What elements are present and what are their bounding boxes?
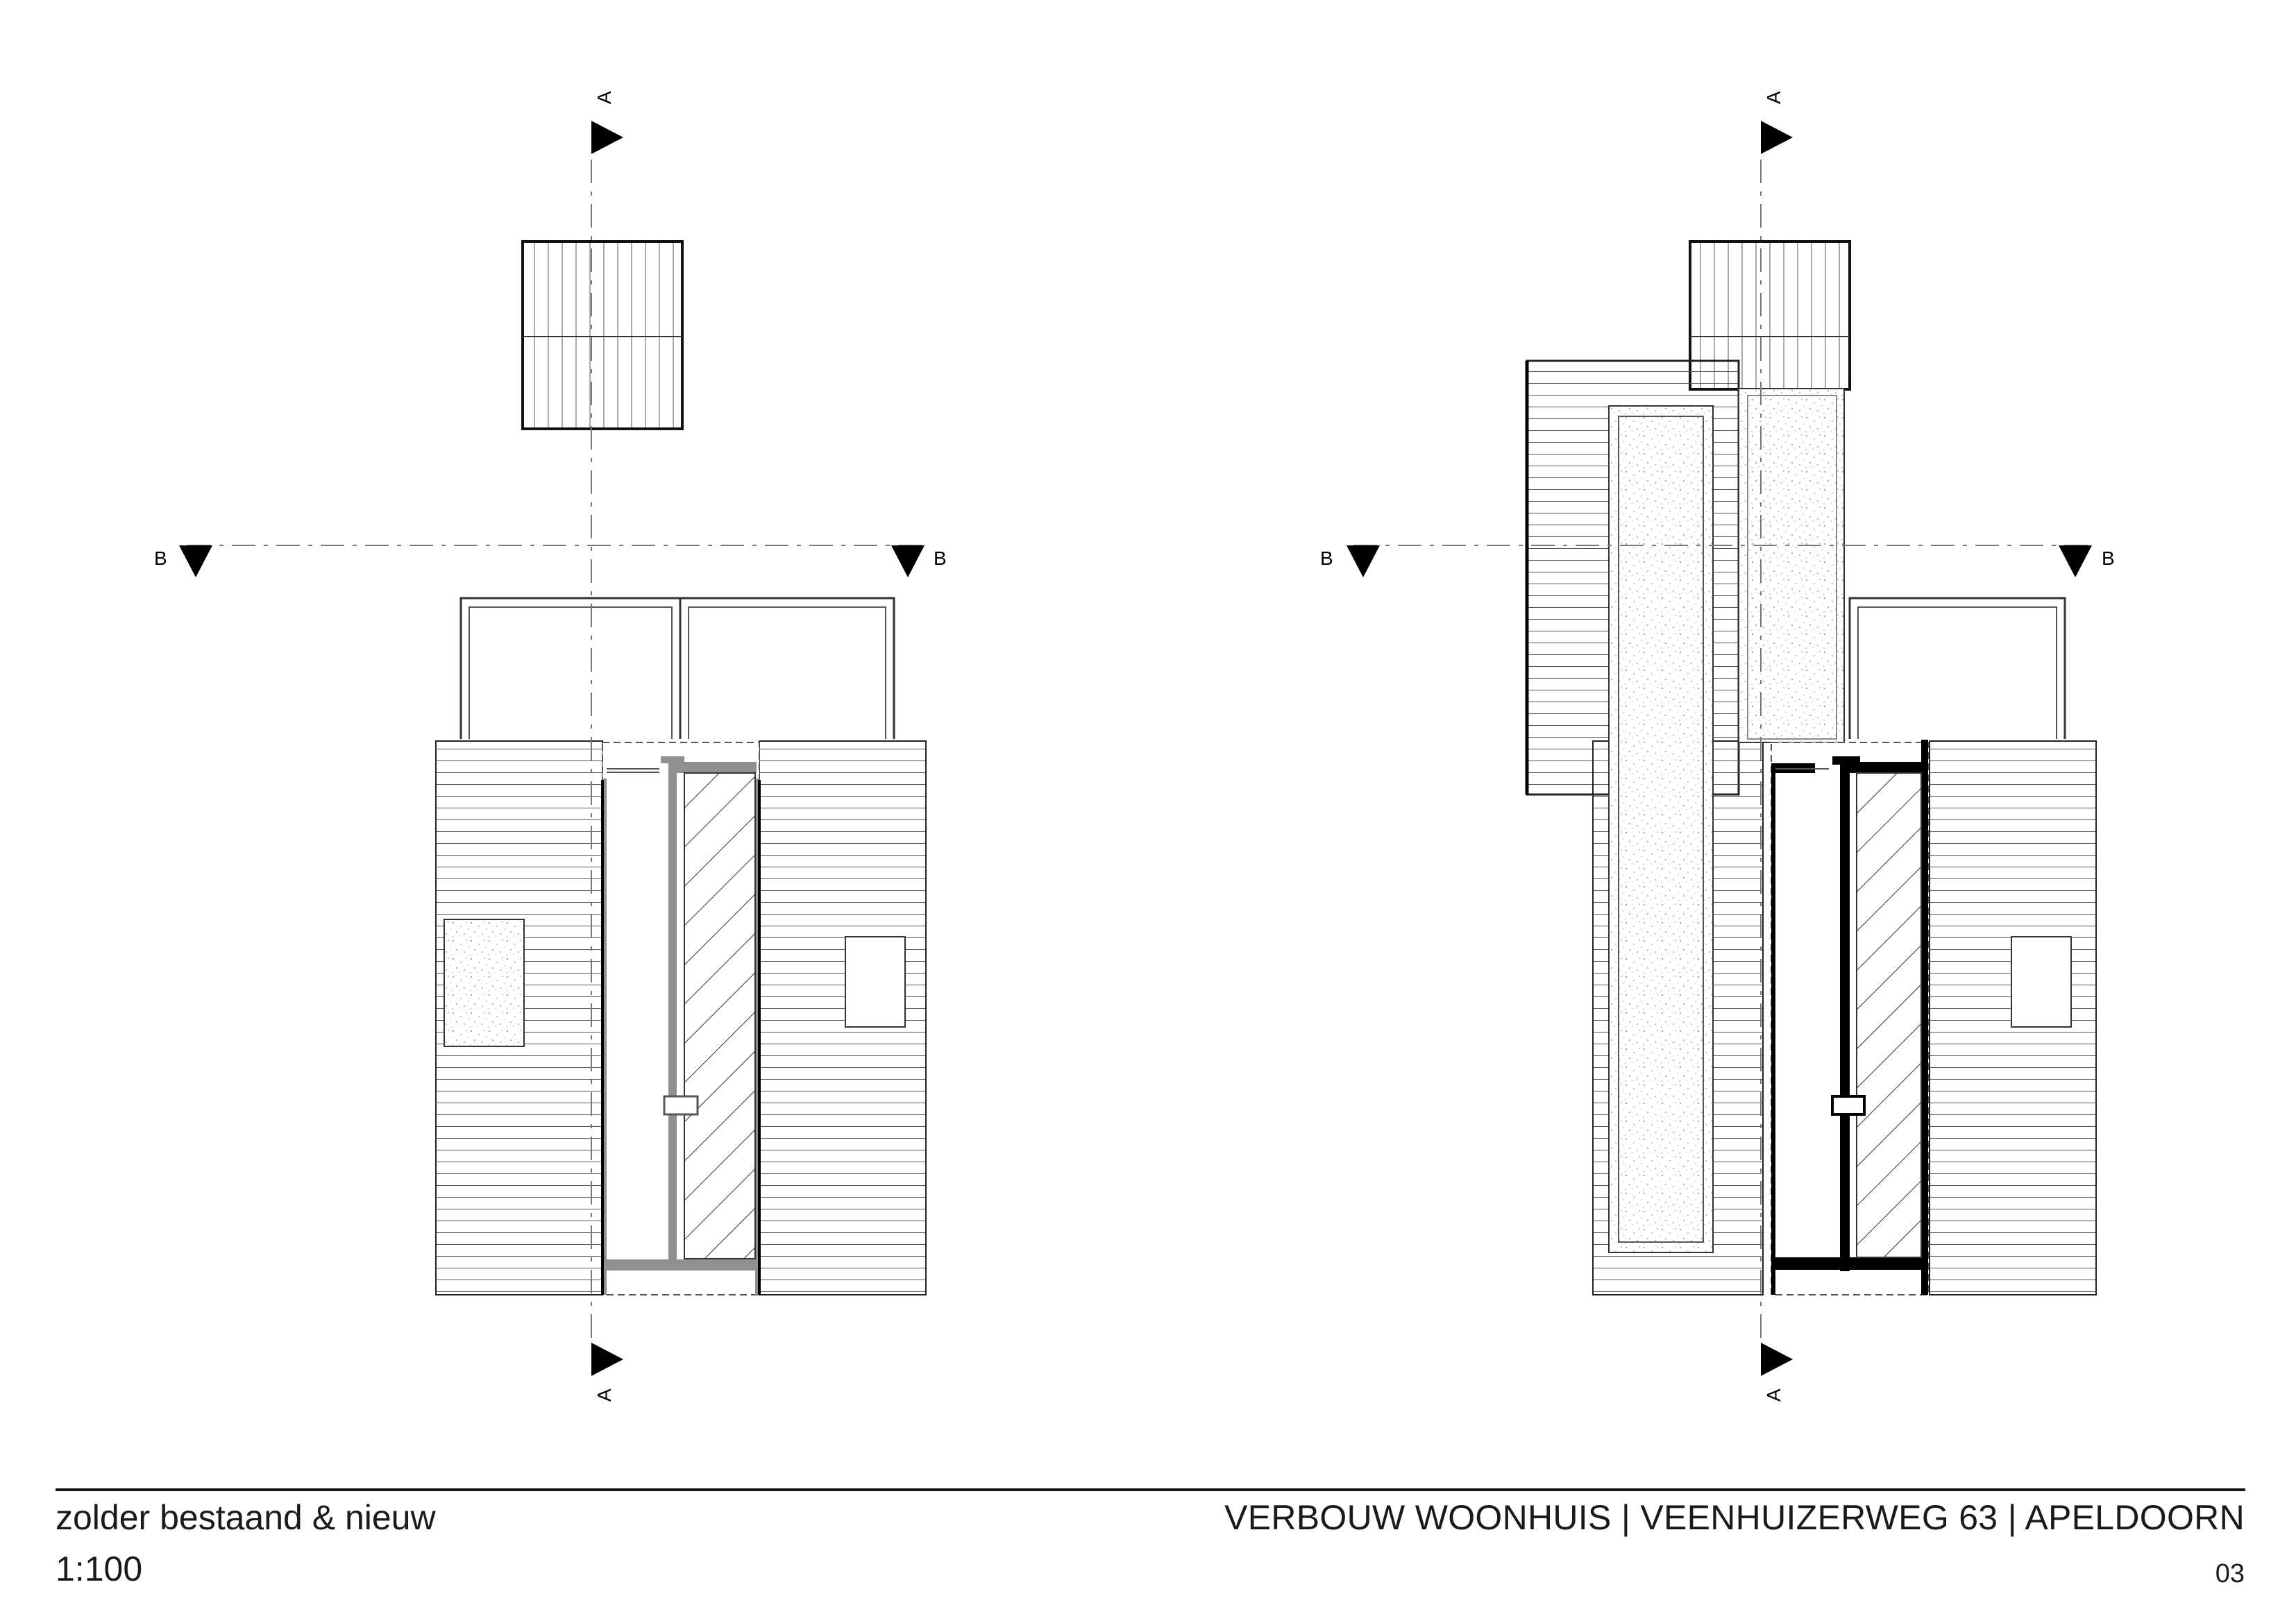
roof-window: [845, 936, 906, 1028]
new-walls: [1771, 740, 1928, 1295]
chimney-block: [521, 240, 684, 430]
plan-existing: A A B B: [154, 91, 947, 1402]
section-label-a-bottom: A: [593, 1388, 615, 1402]
section-marker-b-left: [179, 545, 212, 577]
section-marker-a-bottom: [1761, 1343, 1793, 1376]
roof-window: [2011, 936, 2072, 1028]
plan-new: A A B B: [1320, 91, 2115, 1402]
section-label-b-right: B: [2102, 547, 2115, 569]
section-marker-b-right: [891, 545, 925, 577]
section-label-b-right: B: [934, 547, 947, 569]
section-label-b-left: B: [1320, 547, 1333, 569]
section-label-b-left: B: [154, 547, 167, 569]
section-marker-b-right: [2059, 545, 2092, 577]
stair-hatch: [684, 772, 756, 1259]
section-marker-a-bottom: [591, 1343, 623, 1376]
section-label-a-bottom: A: [1763, 1388, 1784, 1402]
dormer-inner: [469, 606, 886, 739]
section-label-a-top: A: [593, 91, 615, 104]
section-marker-b-left: [1347, 545, 1380, 577]
existing-walls: [602, 756, 759, 1295]
section-marker-a-top: [591, 121, 623, 154]
door-marker: [663, 1095, 699, 1116]
door-marker: [1831, 1095, 1866, 1116]
stair-hatch: [1856, 772, 1922, 1258]
dormer-outline: [1848, 597, 2066, 739]
section-marker-a-top: [1761, 121, 1793, 154]
dormer-outline: [459, 597, 895, 739]
section-label-a-top: A: [1763, 91, 1784, 104]
